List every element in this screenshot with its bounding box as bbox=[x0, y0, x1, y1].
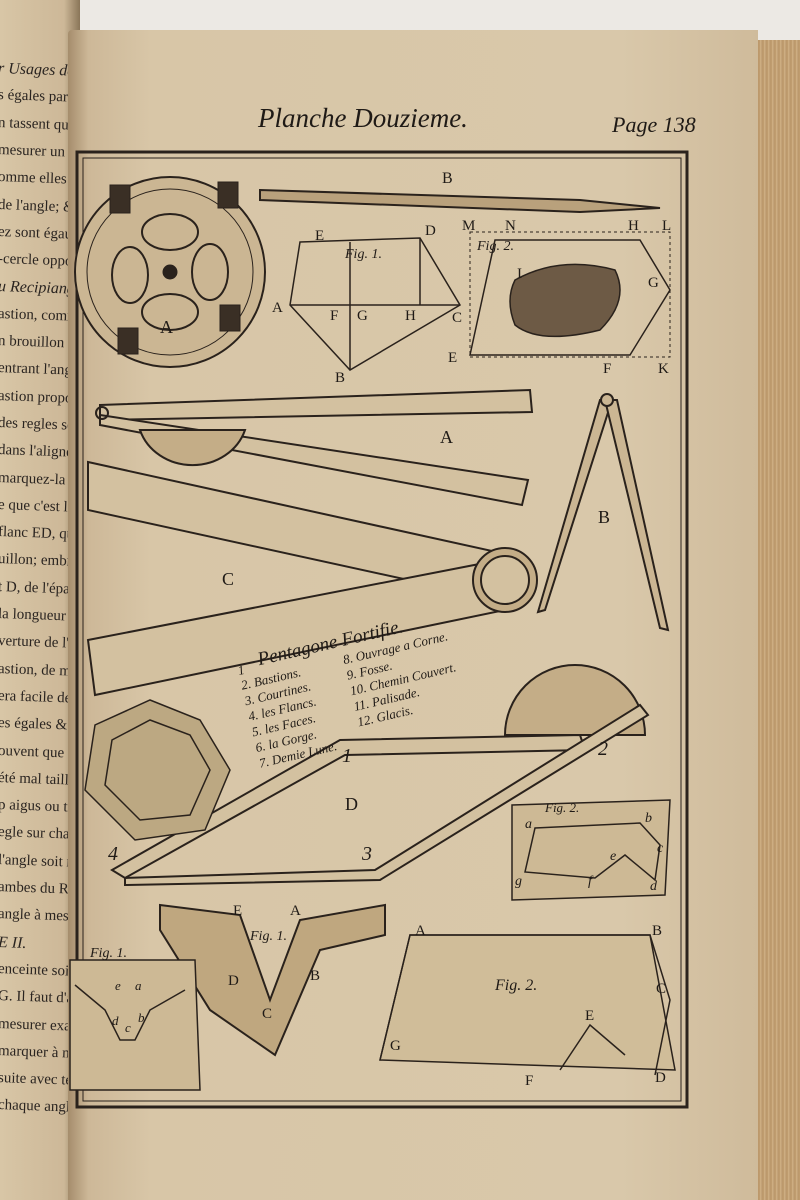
point-label: B bbox=[310, 968, 320, 984]
point-label: f bbox=[588, 874, 594, 889]
svg-text:Fig. 1.: Fig. 1. bbox=[249, 929, 287, 944]
svg-text:Fig. 1.: Fig. 1. bbox=[344, 247, 382, 262]
compass-B: B bbox=[536, 393, 670, 632]
svg-text:Fig. 2.: Fig. 2. bbox=[476, 239, 514, 254]
point-label: A bbox=[415, 923, 426, 939]
svg-text:Fig. 2.: Fig. 2. bbox=[544, 800, 579, 815]
point-label: 2 bbox=[598, 738, 608, 760]
plate-inner-frame bbox=[82, 157, 682, 1102]
left-page: r Usages des Recips égales par dessus le… bbox=[0, 0, 80, 1200]
point-label: G bbox=[357, 308, 368, 324]
legend-item: 1 bbox=[236, 662, 246, 678]
point-label: 3 bbox=[361, 843, 372, 865]
svg-text:B: B bbox=[598, 507, 610, 527]
point-label: E bbox=[585, 1008, 594, 1024]
svg-text:A: A bbox=[440, 427, 453, 447]
point-label: E bbox=[315, 228, 324, 244]
rule-A: A bbox=[95, 388, 534, 507]
point-label: E bbox=[233, 903, 242, 919]
fig2b-diagram: Fig. 2. bbox=[511, 799, 671, 901]
point-label: D bbox=[655, 1070, 666, 1086]
point-label: C bbox=[262, 1006, 272, 1022]
svg-text:D: D bbox=[345, 794, 358, 814]
point-label: H bbox=[628, 218, 639, 234]
plate-title: Planche Douzieme. bbox=[258, 103, 468, 133]
point-label: C bbox=[452, 310, 462, 326]
circle-instrument: A bbox=[74, 176, 266, 368]
fig2-diagram: Fig. 2. bbox=[469, 231, 671, 358]
point-label: C bbox=[656, 981, 666, 997]
point-label: B bbox=[335, 370, 345, 386]
point-label: A bbox=[272, 300, 283, 316]
fortress-plan bbox=[84, 699, 231, 841]
point-label: A bbox=[290, 903, 301, 919]
svg-text:B: B bbox=[442, 170, 453, 187]
point-label: F bbox=[603, 361, 611, 377]
point-label: B bbox=[652, 923, 662, 939]
point-label: e bbox=[115, 978, 121, 993]
point-label: 4 bbox=[108, 843, 118, 865]
pencil: B bbox=[259, 170, 661, 214]
svg-text:C: C bbox=[222, 569, 234, 589]
point-label: H bbox=[405, 308, 416, 324]
point-label: a bbox=[135, 978, 142, 993]
fig1d-diagram: Fig. 1. bbox=[69, 946, 201, 1091]
point-label: D bbox=[425, 223, 436, 239]
point-label: b bbox=[645, 811, 652, 826]
svg-text:Fig. 1.: Fig. 1. bbox=[89, 946, 127, 961]
point-label: d bbox=[112, 1013, 119, 1028]
point-label: K bbox=[658, 361, 669, 377]
point-label: d bbox=[650, 879, 658, 894]
label-A: A bbox=[160, 317, 173, 337]
point-label: E bbox=[448, 350, 457, 366]
rule-C: C bbox=[86, 460, 538, 697]
point-label: e bbox=[610, 849, 616, 864]
point-label: F bbox=[330, 308, 338, 324]
point-label: M bbox=[462, 218, 475, 234]
svg-text:Fig. 2.: Fig. 2. bbox=[494, 977, 537, 994]
point-label: a bbox=[525, 817, 532, 832]
point-label: D bbox=[228, 973, 239, 989]
point-label: L bbox=[662, 218, 671, 234]
point-label: c bbox=[657, 841, 664, 856]
point-label: I bbox=[517, 266, 522, 282]
point-label: g bbox=[515, 874, 522, 889]
point-label: G bbox=[390, 1038, 401, 1054]
page-number: Page 138 bbox=[612, 112, 696, 137]
point-label: c bbox=[125, 1020, 131, 1035]
plate-frame bbox=[75, 150, 689, 1109]
protractor-D: D bbox=[110, 664, 650, 887]
fig1-diagram: Fig. 1. bbox=[289, 237, 462, 371]
point-label: G bbox=[648, 275, 659, 291]
point-label: F bbox=[525, 1073, 533, 1089]
point-label: 1 bbox=[342, 745, 352, 767]
point-label: b bbox=[138, 1010, 145, 1025]
point-label: N bbox=[505, 218, 516, 234]
fig2c-diagram: Fig. 2. bbox=[379, 934, 676, 1076]
